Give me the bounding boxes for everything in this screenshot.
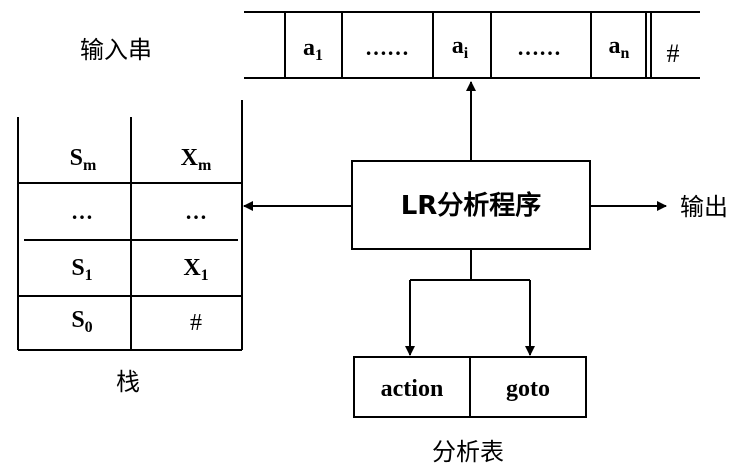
parse-table-goto: goto — [506, 376, 550, 402]
stack-state-s1: S1 — [71, 255, 92, 284]
stack-state-ellipsis: … — [71, 199, 93, 224]
input-cell-end-marker: # — [667, 39, 680, 68]
input-cell-ai: ai — [452, 33, 469, 62]
stack-symbol-end-marker: # — [190, 310, 202, 336]
lr-program-label: LR分析程序 — [401, 190, 542, 221]
stack-symbol-xm: Xm — [181, 145, 212, 174]
input-tape — [244, 11, 700, 79]
parse-table-action: action — [381, 376, 444, 402]
input-cell-ellipsis-1: …… — [365, 35, 409, 60]
input-string-label: 输入串 — [80, 36, 152, 64]
stack-symbol-x1: X1 — [183, 255, 208, 284]
stack-table — [17, 100, 243, 351]
input-cell-a1: a1 — [303, 35, 323, 64]
stack-state-sm: Sm — [70, 145, 97, 174]
stack-state-s0: S0 — [71, 307, 92, 336]
parse-table-label: 分析表 — [432, 438, 504, 466]
stack-symbol-ellipsis: … — [185, 199, 207, 224]
input-cell-ellipsis-2: …… — [517, 35, 561, 60]
output-label: 输出 — [680, 193, 728, 221]
input-cell-an: an — [609, 33, 630, 62]
connectors — [243, 81, 667, 356]
stack-label: 栈 — [116, 368, 140, 396]
